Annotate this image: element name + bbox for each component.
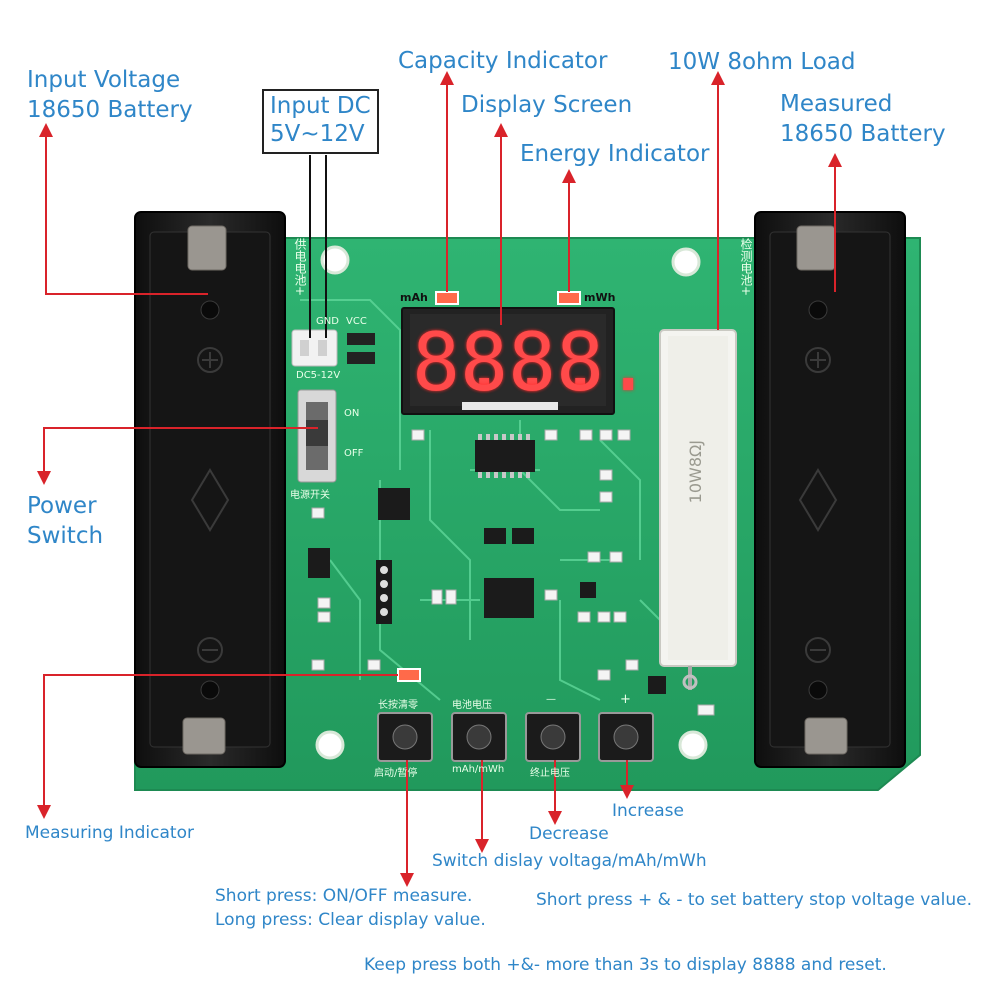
right-battery-holder xyxy=(754,211,906,768)
capacity-indicator-label: Capacity Indicator xyxy=(398,48,608,74)
button-3-body xyxy=(525,712,581,762)
short-press-onoff-label: Short press: ON/OFF measure. xyxy=(215,886,473,906)
power-switch-label-1: Power xyxy=(27,493,97,519)
input-voltage-label-1: Input Voltage xyxy=(27,67,181,93)
energy-indicator-label: Energy Indicator xyxy=(520,141,710,167)
btn2-bottom-silk: mAh/mWh xyxy=(452,764,505,775)
display-module xyxy=(401,307,615,415)
gnd-silk: GND xyxy=(316,316,339,327)
mwh-silk: mWh xyxy=(584,291,616,304)
display-digit-4: 8. xyxy=(556,322,652,404)
switch-display-label: Switch dislay voltaga/mAh/mWh xyxy=(432,851,707,871)
switch-off-silk: OFF xyxy=(344,448,364,459)
energy-led xyxy=(557,291,581,305)
decrease-label: Decrease xyxy=(529,824,609,844)
ic-small xyxy=(378,488,410,520)
load-resistor xyxy=(659,329,737,690)
header-pins xyxy=(376,560,392,624)
display-screen-label: Display Screen xyxy=(461,92,633,118)
arrow-measuring xyxy=(37,674,398,819)
ic-mcu xyxy=(484,578,534,618)
keep-press-both-label: Keep press both +&- more than 3s to disp… xyxy=(364,955,887,975)
display-digit-2: 8. xyxy=(460,322,556,404)
measuring-led xyxy=(397,668,421,682)
left-battery-holder xyxy=(134,211,286,768)
button-4-body xyxy=(598,712,654,762)
supply-battery-silk: 供电电池+ xyxy=(293,238,307,297)
measuring-indicator-label: Measuring Indicator xyxy=(25,823,194,843)
switch-on-silk: ON xyxy=(344,408,360,419)
btn4-top-silk: + xyxy=(620,692,631,707)
mah-silk: mAh xyxy=(400,291,428,304)
button-1-body xyxy=(377,712,433,762)
long-press-clear-label: Long press: Clear display value. xyxy=(215,910,486,930)
increase-label: Increase xyxy=(612,801,684,821)
button-2-body xyxy=(451,712,507,762)
load-label: 10W 8ohm Load xyxy=(668,49,856,75)
display-digit-3: 8. xyxy=(508,322,604,404)
dc-connector xyxy=(291,329,338,367)
btn3-bottom-silk: 终止电压 xyxy=(530,768,570,779)
input-dc-label: Input DC 5V~12V xyxy=(262,89,379,155)
power-switch-cn-silk: 电源开关 xyxy=(290,490,330,501)
measured-label-1: Measured xyxy=(780,91,893,117)
input-voltage-label-2: 18650 Battery xyxy=(27,97,193,123)
input-dc-line-1: Input DC xyxy=(270,93,371,119)
btn1-bottom-silk: 启动/暂停 xyxy=(374,768,418,779)
vcc-silk: VCC xyxy=(346,316,367,327)
btn3-top-silk: — xyxy=(546,694,556,705)
arrow-power-switch xyxy=(37,427,318,485)
btn1-top-silk: 长按清零 xyxy=(378,700,418,711)
dc-range-silk: DC5-12V xyxy=(296,370,341,381)
btn2-top-silk: 电池电压 xyxy=(452,700,492,711)
test-battery-silk: 检测电池+ xyxy=(739,238,753,297)
power-switch-body xyxy=(297,389,337,483)
capacity-led xyxy=(435,291,459,305)
arrow-input-voltage xyxy=(39,123,208,295)
short-press-plus-minus-label: Short press + & - to set battery stop vo… xyxy=(536,890,973,910)
measured-label-2: 18650 Battery xyxy=(780,121,946,147)
ic-u5 xyxy=(475,440,535,472)
power-switch-label-2: Switch xyxy=(27,523,104,549)
resistor-print: 10W8ΩJ xyxy=(686,440,705,504)
display-digit-1: 8. xyxy=(412,322,508,404)
input-dc-line-2: 5V~12V xyxy=(270,120,365,147)
